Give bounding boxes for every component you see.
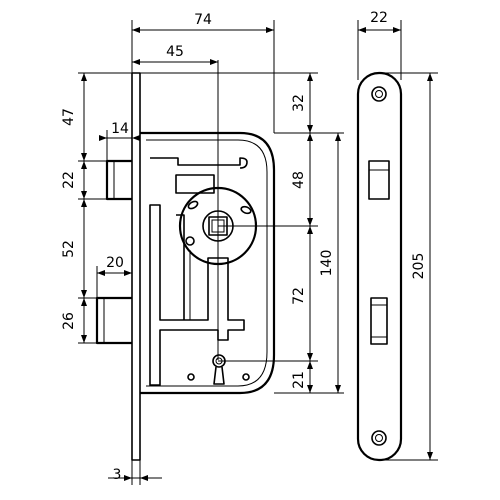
dim-case-height: 140 [319,250,335,277]
faceplate-screw-top [371,86,387,102]
faceplate [356,71,403,462]
forend-plate [131,72,141,461]
dim-latch-projection: 14 [111,121,129,137]
hub-slot-right [240,205,252,215]
hub-pin [185,236,195,246]
dim-top-to-latch: 47 [61,108,77,126]
dim-follower-to-keyhole: 72 [291,287,307,305]
dim-latch-to-bolt: 52 [61,240,77,258]
dim-forend-thickness: 3 [113,467,122,483]
faceplate-bolt-opening [370,297,388,345]
dim-case-to-follower: 48 [291,171,307,189]
keyhole-slot [213,366,225,385]
dim-top-to-case-edge: 32 [291,94,307,112]
latch-arm [175,174,215,194]
faceplate-latch-opening [368,160,390,200]
bolt-tail [176,214,185,320]
dim-faceplate-length: 205 [411,253,427,280]
latch-bolt [105,159,132,201]
screw-hole-left [187,373,195,381]
dead-bolt [95,296,132,345]
dim-backset: 45 [166,44,184,60]
dim-bolt-height: 26 [61,312,77,330]
dim-latch-height: 22 [61,171,77,189]
dim-keyhole-to-bottom: 21 [291,371,307,389]
hub-slot-left [187,200,199,210]
screw-hole-right [242,373,250,381]
latch-slot [150,157,248,169]
lock-case [140,131,276,395]
dim-overall-depth: 74 [194,12,212,28]
dim-bolt-projection: 20 [106,255,124,271]
dim-faceplate-width: 22 [370,10,388,26]
linkage-bar [149,204,245,386]
faceplate-screw-bottom [371,430,387,446]
lock-case-inner [146,139,268,387]
